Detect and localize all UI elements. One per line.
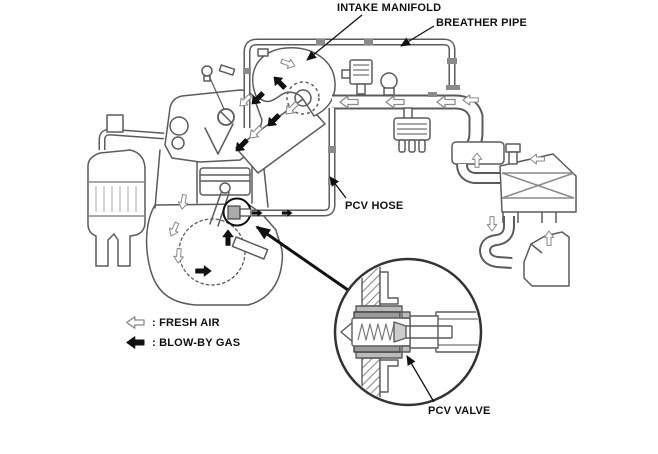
breather-pipe-label: BREATHER PIPE [436, 17, 528, 29]
legend-blow-by-gas-row: : BLOW-BY GAS [126, 336, 240, 349]
engine-cutaway [145, 64, 284, 306]
pcv-valve-marker [222, 197, 252, 227]
fresh-air-arrow-icon [126, 316, 145, 329]
intake-snorkel [479, 216, 570, 287]
pcv-hose-label: PCV HOSE [345, 200, 404, 212]
breather-pipe-line [243, 38, 457, 128]
pcv-valve-label: PCV VALVE [428, 405, 491, 417]
exhaust-converter [87, 114, 165, 267]
intake-manifold-callout [306, 14, 363, 61]
label-callout-arrows [306, 14, 435, 403]
flow-legend: : FRESH AIR : BLOW-BY GAS [126, 316, 240, 349]
breather-pipe-callout [400, 25, 435, 47]
legend-fresh-air-text: : FRESH AIR [152, 316, 220, 329]
detail-leader-line [255, 225, 349, 292]
pcv-valve-detail-circle [333, 257, 483, 407]
legend-fresh-air-row: : FRESH AIR [126, 316, 240, 329]
air-cleaner [451, 141, 577, 223]
pcv-hose-callout [329, 176, 347, 199]
pcv-valve-callout [406, 355, 435, 403]
intake-manifold-shape [235, 47, 336, 174]
legend-blow-by-gas-text: : BLOW-BY GAS [152, 336, 241, 349]
intake-manifold-label: INTAKE MANIFOLD [337, 2, 442, 14]
blow-by-gas-arrow-icon [126, 336, 145, 349]
